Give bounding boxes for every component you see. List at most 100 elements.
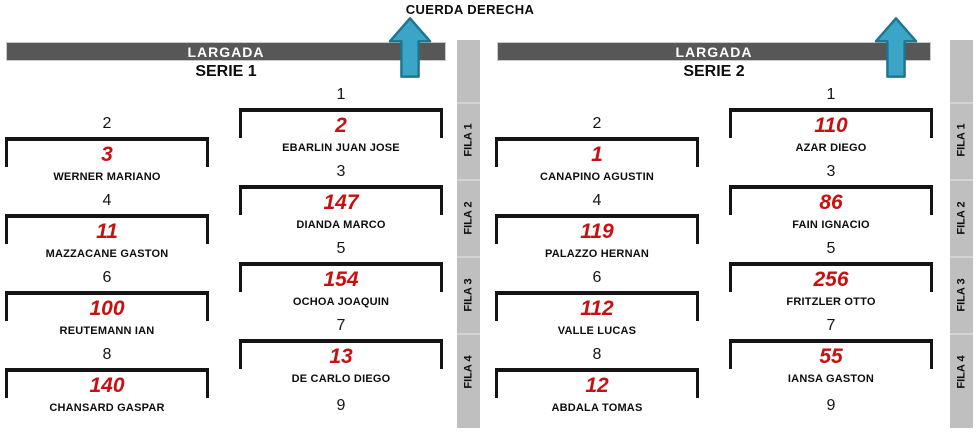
fila-divider	[457, 333, 480, 335]
grid-slot-s2-p3: 3 86 FAIN IGNACIO	[729, 162, 933, 231]
driver-name: CHANSARD GASPAR	[49, 402, 165, 414]
grid-slot-s1-p9: 9	[239, 396, 443, 416]
position-label: 3	[336, 163, 346, 180]
fila-divider	[950, 333, 973, 335]
grid-slot-s1-p4: 4 11 MAZZACANE GASTON	[5, 191, 209, 260]
grid-box: 154	[239, 262, 443, 294]
driver-name: FAIN IGNACIO	[792, 219, 870, 231]
position-label: 3	[826, 163, 836, 180]
car-number: 110	[814, 114, 848, 137]
driver-name: IANSA GASTON	[787, 373, 875, 385]
grid-slot-s2-p7: 7 55 IANSA GASTON	[729, 316, 933, 385]
position-label: 9	[336, 397, 346, 414]
fila-4-label: FILA 4	[462, 355, 475, 389]
grid-slot-s2-p5: 5 256 FRITZLER OTTO	[729, 239, 933, 308]
driver-name: DIANDA MARCO	[296, 219, 386, 231]
fila-divider	[950, 102, 973, 104]
grid-slot-s2-p6: 6 112 VALLE LUCAS	[495, 268, 699, 337]
serie2-title: SERIE 2	[683, 63, 745, 80]
position-label: 2	[102, 115, 112, 132]
position-label: 1	[826, 86, 836, 103]
position-label: 4	[102, 192, 112, 209]
fila-2-label: FILA 2	[955, 201, 968, 235]
car-number: 2	[335, 114, 347, 137]
grid-slot-s1-p3: 3 147 DIANDA MARCO	[239, 162, 443, 231]
driver-name: AZAR DIEGO	[795, 142, 867, 154]
car-number: 86	[819, 191, 843, 214]
grid-box: 13	[239, 339, 443, 371]
fila-divider	[457, 179, 480, 181]
grid-box: 2	[239, 108, 443, 140]
fila-divider	[950, 256, 973, 258]
grid-box: 11	[5, 214, 209, 246]
grid-box: 3	[5, 137, 209, 169]
grid-slot-s1-p7: 7 13 DE CARLO DIEGO	[239, 316, 443, 385]
position-label: 9	[826, 397, 836, 414]
grid-box: 119	[495, 214, 699, 246]
grid-slot-s2-p9: 9	[729, 396, 933, 416]
position-label: 6	[102, 269, 112, 286]
driver-name: REUTEMANN IAN	[59, 325, 155, 337]
fila-divider	[457, 256, 480, 258]
grid-box: 110	[729, 108, 933, 140]
car-number: 3	[101, 143, 113, 166]
fila-3-label: FILA 3	[955, 278, 968, 312]
driver-name: FRITZLER OTTO	[786, 296, 876, 308]
cuerda-derecha-label: CUERDA DERECHA	[405, 2, 535, 17]
driver-name: DE CARLO DIEGO	[291, 373, 391, 385]
driver-name: PALAZZO HERNAN	[544, 248, 650, 260]
grid-box: 140	[5, 368, 209, 400]
fila-2-label: FILA 2	[462, 201, 475, 235]
position-label: 1	[336, 86, 346, 103]
position-label: 7	[336, 317, 346, 334]
car-number: 100	[89, 297, 125, 320]
grid-box: 100	[5, 291, 209, 323]
driver-name: CANAPINO AGUSTIN	[539, 171, 655, 183]
car-number: 119	[580, 220, 614, 243]
position-label: 8	[102, 346, 112, 363]
grid-box: 86	[729, 185, 933, 217]
fila-4-label: FILA 4	[955, 355, 968, 389]
car-number: 55	[819, 345, 843, 368]
position-label: 6	[592, 269, 602, 286]
grid-slot-s1-p8: 8 140 CHANSARD GASPAR	[5, 345, 209, 414]
grid-slot-s1-p6: 6 100 REUTEMANN IAN	[5, 268, 209, 337]
grid-slot-s1-p5: 5 154 OCHOA JOAQUIN	[239, 239, 443, 308]
fila-band-serie1: FILA 1 FILA 2 FILA 3 FILA 4	[457, 40, 480, 428]
grid-slot-s1-p1: 1 2 EBARLIN JUAN JOSE	[239, 85, 443, 154]
grid-box: 256	[729, 262, 933, 294]
fila-divider	[950, 179, 973, 181]
car-number: 1	[591, 143, 603, 166]
car-number: 140	[89, 374, 125, 397]
fila-1-label: FILA 1	[462, 123, 475, 157]
position-label: 2	[592, 115, 602, 132]
car-number: 13	[329, 345, 353, 368]
driver-name: VALLE LUCAS	[557, 325, 637, 337]
largada-label-serie1: LARGADA	[187, 44, 265, 60]
car-number: 11	[96, 220, 118, 243]
position-label: 5	[336, 240, 346, 257]
driver-name: EBARLIN JUAN JOSE	[282, 142, 400, 154]
largada-label-serie2: LARGADA	[675, 44, 753, 60]
position-label: 7	[826, 317, 836, 334]
car-number: 256	[813, 268, 849, 291]
grid-box: 55	[729, 339, 933, 371]
grid-box: 112	[495, 291, 699, 323]
position-label: 4	[592, 192, 602, 209]
car-number: 147	[323, 191, 359, 214]
driver-name: ABDALA TOMAS	[551, 402, 643, 414]
grid-slot-s2-p2: 2 1 CANAPINO AGUSTIN	[495, 114, 699, 183]
grid-slot-s2-p8: 8 12 ABDALA TOMAS	[495, 345, 699, 414]
car-number: 12	[585, 374, 609, 397]
grid-slot-s1-p2: 2 3 WERNER MARIANO	[5, 114, 209, 183]
position-label: 8	[592, 346, 602, 363]
driver-name: OCHOA JOAQUIN	[292, 296, 390, 308]
grid-slot-s2-p4: 4 119 PALAZZO HERNAN	[495, 191, 699, 260]
car-number: 154	[323, 268, 359, 291]
up-arrow-icon	[388, 17, 432, 78]
grid-slot-s2-p1: 1 110 AZAR DIEGO	[729, 85, 933, 154]
grid-box: 1	[495, 137, 699, 169]
driver-name: WERNER MARIANO	[53, 171, 161, 183]
largada-bar-serie1: LARGADA	[6, 42, 446, 61]
